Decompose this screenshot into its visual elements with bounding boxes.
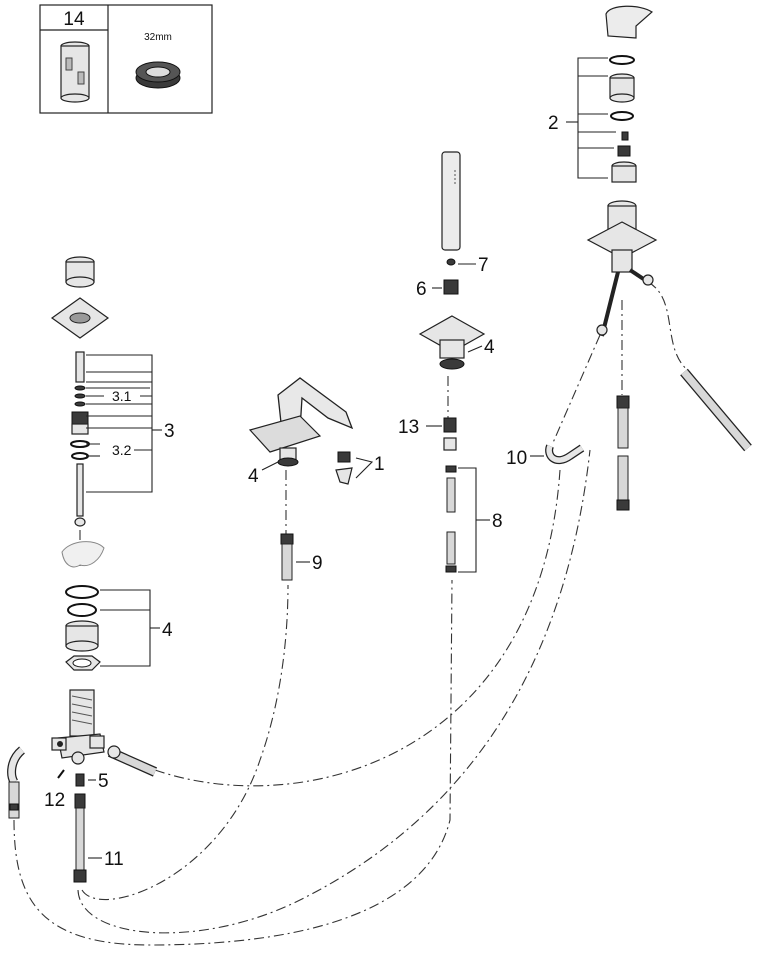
inset-cartridge-size: 32mm [144, 32, 172, 43]
hose-routing-lines [13, 281, 691, 946]
left-handle-knob [65, 256, 95, 288]
left-valve-assembly: 3.1 3.2 3 4 [7, 256, 175, 883]
left-gasket [61, 541, 105, 568]
mixer-assembly: 2 10 [506, 5, 752, 511]
callout-7: 7 [478, 255, 489, 276]
callout-6: 6 [416, 279, 427, 300]
spout-assembly: 4 1 9 [248, 377, 385, 581]
inset-part-number: 14 [63, 9, 85, 30]
callout-2: 2 [548, 113, 559, 134]
callout-12: 12 [44, 790, 65, 811]
callout-4-spout: 4 [248, 466, 259, 487]
callout-8: 8 [492, 511, 503, 532]
callout-9: 9 [312, 553, 323, 574]
left-valve-body [51, 689, 105, 765]
mixer-lever [605, 5, 653, 39]
callout-3-1: 3.1 [112, 388, 132, 404]
inset-cartridge-icon [60, 41, 90, 103]
hand-shower-assembly: 7 6 4 13 8 [398, 151, 503, 573]
callout-13: 13 [398, 417, 419, 438]
callout-1: 1 [374, 454, 385, 475]
callout-5: 5 [98, 771, 109, 792]
callout-4-shower: 4 [484, 337, 495, 358]
inset-nut-icon [135, 61, 181, 89]
callout-3: 3 [164, 421, 175, 442]
callout-4-left: 4 [162, 620, 173, 641]
callout-11: 11 [104, 849, 124, 870]
hand-shower [441, 151, 461, 251]
callout-3-2: 3.2 [112, 442, 132, 458]
callout-10: 10 [506, 448, 527, 469]
inset-spare-part-box: 14 32mm [39, 4, 213, 114]
